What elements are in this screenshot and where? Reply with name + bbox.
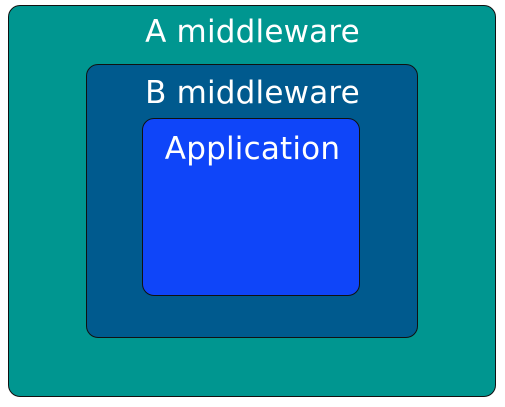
b-middleware-label: B middleware <box>145 75 360 111</box>
application-layer <box>142 118 360 296</box>
application-label: Application <box>164 131 341 167</box>
a-middleware-label: A middleware <box>145 14 360 50</box>
